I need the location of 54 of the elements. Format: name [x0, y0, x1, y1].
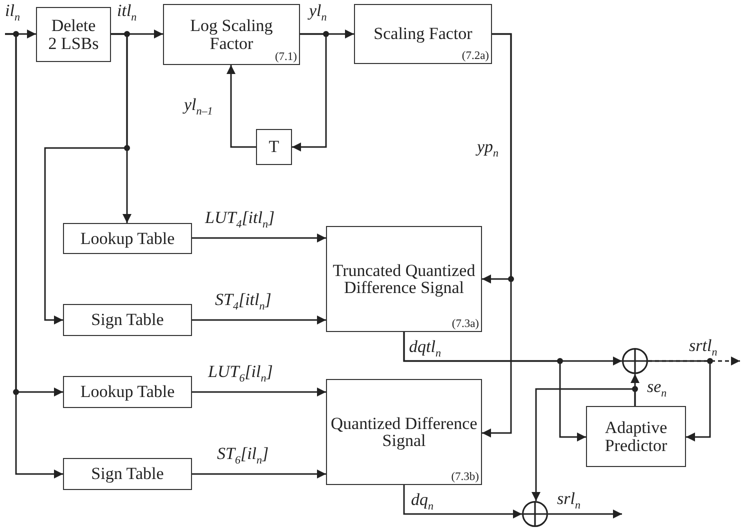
signal-label: LUT$_{4}$[itl$_{n}$] [204, 209, 276, 230]
signal-arrow [548, 510, 622, 518]
signal-arrow [192, 316, 326, 324]
block-label: Scaling Factor [374, 25, 472, 43]
signal-arrow [5, 33, 63, 478]
summing-junction [622, 348, 648, 374]
process-block [63, 376, 192, 408]
process-block [36, 7, 111, 62]
signal-arrow [192, 388, 326, 396]
signal-label: LUT$_{6}$[il$_{n}$] [207, 363, 274, 384]
block-label: Adaptive Predictor [604, 419, 668, 454]
block-label: Sign Table [91, 465, 164, 483]
block-label: Truncated Quantized Difference Signal [332, 262, 476, 296]
signal-arrow [292, 33, 327, 152]
block-label: Delete 2 LSBs [47, 17, 100, 52]
signal-arrow [403, 332, 586, 442]
equation-number: (7.3a) [452, 318, 479, 330]
process-block [256, 129, 292, 165]
signal-label: dqtl$_{n}$ [408, 338, 442, 360]
block-label: T [268, 138, 280, 156]
process-block [63, 304, 192, 336]
signal-arrow [226, 65, 256, 148]
process-block [163, 4, 300, 65]
equation-number: (7.2a) [462, 50, 489, 62]
signal-label: itl$_{n}$ [116, 2, 138, 24]
process-block [63, 223, 192, 254]
signal-label: yl$_{n–1}$ [183, 96, 214, 118]
block-label: Sign Table [91, 311, 164, 329]
signal-arrow [403, 485, 522, 518]
signal-label: yl$_{n}$ [308, 2, 328, 24]
equation-number: (7.1) [274, 52, 297, 63]
signal-arrow [482, 33, 512, 438]
signal-label: srl$_{n}$ [556, 490, 582, 512]
process-block [326, 379, 482, 485]
block-label: Lookup Table [80, 230, 175, 248]
process-block [63, 458, 192, 490]
process-block [326, 226, 482, 332]
block-label: Lookup Table [80, 383, 175, 401]
block-label: Log Scaling Factor [189, 17, 274, 52]
signal-label: ST$_{4}$[itl$_{n}$] [214, 291, 272, 312]
signal-label: il$_{n}$ [4, 2, 21, 24]
signal-arrow [192, 234, 326, 242]
signal-arrow [648, 360, 711, 442]
signal-arrow [532, 388, 636, 501]
signal-label: dq$_{n}$ [410, 491, 434, 512]
signal-label: srtl$_{n}$ [688, 337, 718, 358]
signal-arrow [44, 33, 128, 324]
summing-junction [522, 501, 548, 527]
process-block [354, 4, 492, 64]
signal-arrow [192, 470, 326, 478]
block-label: Quantized Difference Signal [330, 414, 478, 450]
equation-number: (7.3b) [451, 472, 479, 483]
signal-label: ST$_{6}$[il$_{n}$] [216, 445, 270, 466]
process-block [586, 406, 686, 467]
